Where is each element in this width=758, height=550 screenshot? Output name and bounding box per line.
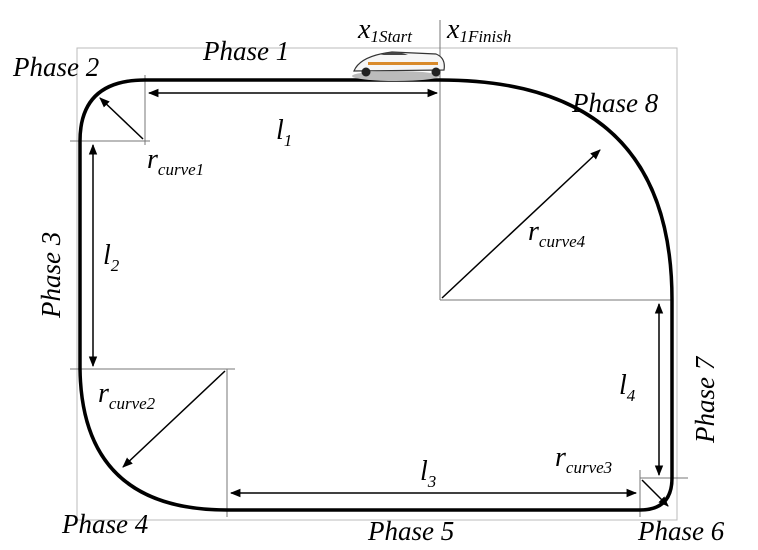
l4-label: l4 [619, 370, 636, 405]
dimension-arrows [88, 88, 669, 507]
l1-label: l1 [276, 115, 292, 150]
phase-6-label: Phase 6 [637, 516, 725, 545]
x1-finish-label: x1Finish [446, 14, 511, 46]
l2-label: l2 [103, 240, 120, 275]
phase-8-label: Phase 8 [571, 88, 659, 118]
solar-car-image [352, 51, 445, 81]
phase-4-label: Phase 4 [61, 509, 148, 539]
r2-arrow [122, 370, 226, 468]
r3-arrow [641, 479, 669, 507]
r-curve4-label: rcurve4 [528, 216, 586, 251]
phase-3-label: Phase 3 [36, 232, 66, 319]
r4-arrow [441, 149, 601, 299]
r1-arrow [99, 97, 144, 140]
phase-7-label: Phase 7 [690, 355, 720, 444]
phase-5-label: Phase 5 [367, 516, 454, 545]
r-curve2-label: rcurve2 [98, 378, 156, 413]
track-path [78, 78, 674, 512]
construction-lines [70, 20, 688, 517]
r-curve1-label: rcurve1 [147, 144, 204, 179]
x1-start-label: x1Start [357, 14, 413, 46]
r-curve3-label: rcurve3 [555, 442, 612, 477]
phase-2-label: Phase 2 [12, 52, 99, 82]
frame-border [76, 47, 678, 521]
l3-label: l3 [420, 456, 436, 491]
phase-1-label: Phase 1 [202, 36, 289, 66]
